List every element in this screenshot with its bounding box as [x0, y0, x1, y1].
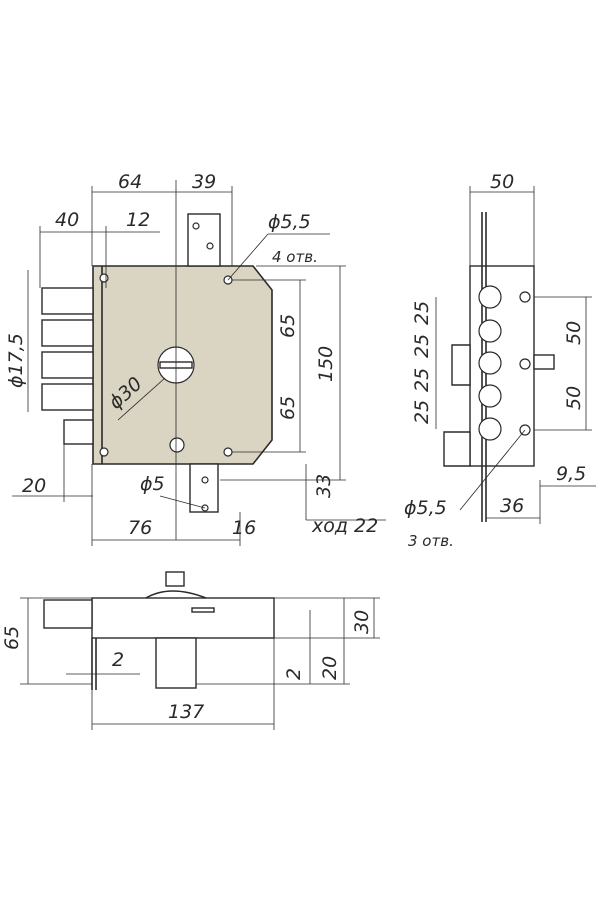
dim-phi55-side: ϕ5,5	[404, 497, 447, 519]
dim-25d: 25	[411, 400, 433, 424]
dim-25a: 25	[411, 301, 433, 325]
screw-hole	[519, 358, 531, 370]
dim-16: 16	[232, 517, 256, 539]
dim-40: 40	[55, 209, 79, 231]
dim-2a: 2	[112, 649, 124, 671]
bolt-hole-5	[478, 417, 502, 441]
dim-64: 64	[118, 171, 142, 193]
side-bolt-block	[451, 344, 471, 386]
bottom-bolt	[43, 599, 93, 629]
bolt-4	[41, 383, 94, 411]
bottom-case	[91, 597, 275, 639]
front-view-dimensions	[12, 186, 386, 546]
dim-phi55-top: ϕ5,5	[268, 211, 311, 233]
bolt-1	[41, 287, 94, 315]
mount-hole	[223, 447, 233, 457]
dim-36: 36	[500, 495, 524, 517]
side-latch	[443, 431, 471, 467]
dim-65a: 65	[277, 314, 299, 338]
plate-hole	[206, 242, 214, 250]
bottom-cylinder-cap	[145, 590, 207, 599]
dim-65-bottom: 65	[1, 626, 23, 650]
bolt-2	[41, 319, 94, 347]
dim-12: 12	[126, 209, 150, 231]
bolt-hole-3	[478, 351, 502, 375]
dim-33: 33	[313, 474, 335, 498]
holes-3-label: 3 отв.	[408, 532, 454, 550]
mount-hole	[99, 273, 109, 283]
dim-76: 76	[128, 517, 152, 539]
side-view	[443, 212, 555, 522]
side-spindle	[533, 354, 555, 370]
holes-4-label: 4 отв.	[272, 248, 318, 266]
bottom-view-dimensions	[20, 597, 380, 730]
top-latch-plate	[187, 213, 221, 267]
dim-phi175: ϕ17,5	[5, 333, 27, 388]
bolt-3	[41, 351, 94, 379]
dim-phi5: ϕ5	[140, 473, 165, 495]
plate-hole	[201, 476, 209, 484]
bottom-latch	[155, 637, 197, 689]
bottom-latch-plate	[189, 463, 219, 513]
bolt-hole-2	[478, 319, 502, 343]
side-view-dimensions	[435, 186, 596, 524]
dim-39: 39	[192, 171, 216, 193]
dim-30: 30	[351, 610, 373, 634]
front-view	[41, 180, 273, 540]
screw-hole	[519, 291, 531, 303]
stroke-22: ход 22	[311, 515, 378, 537]
dim-150: 150	[315, 346, 337, 382]
mount-hole	[99, 447, 109, 457]
bottom-view	[43, 571, 275, 690]
dim-9-5: 9,5	[556, 463, 586, 485]
dim-50-top: 50	[490, 171, 514, 193]
spindle-hole	[169, 437, 185, 453]
latch-bolt	[63, 419, 94, 445]
dim-137: 137	[168, 701, 204, 723]
dim-20b: 20	[319, 656, 341, 680]
bolt-hole-1	[478, 285, 502, 309]
dim-50-right-2: 50	[563, 386, 585, 410]
dim-25b: 25	[411, 334, 433, 358]
plate-hole	[192, 222, 200, 230]
dim-65b: 65	[277, 396, 299, 420]
dim-25c: 25	[411, 368, 433, 392]
dim-50-right-1: 50	[563, 321, 585, 345]
dim-20: 20	[22, 475, 46, 497]
bottom-cylinder	[165, 571, 185, 587]
bottom-slot	[191, 607, 215, 613]
bolt-hole-4	[478, 384, 502, 408]
dim-2b: 2	[283, 668, 305, 680]
